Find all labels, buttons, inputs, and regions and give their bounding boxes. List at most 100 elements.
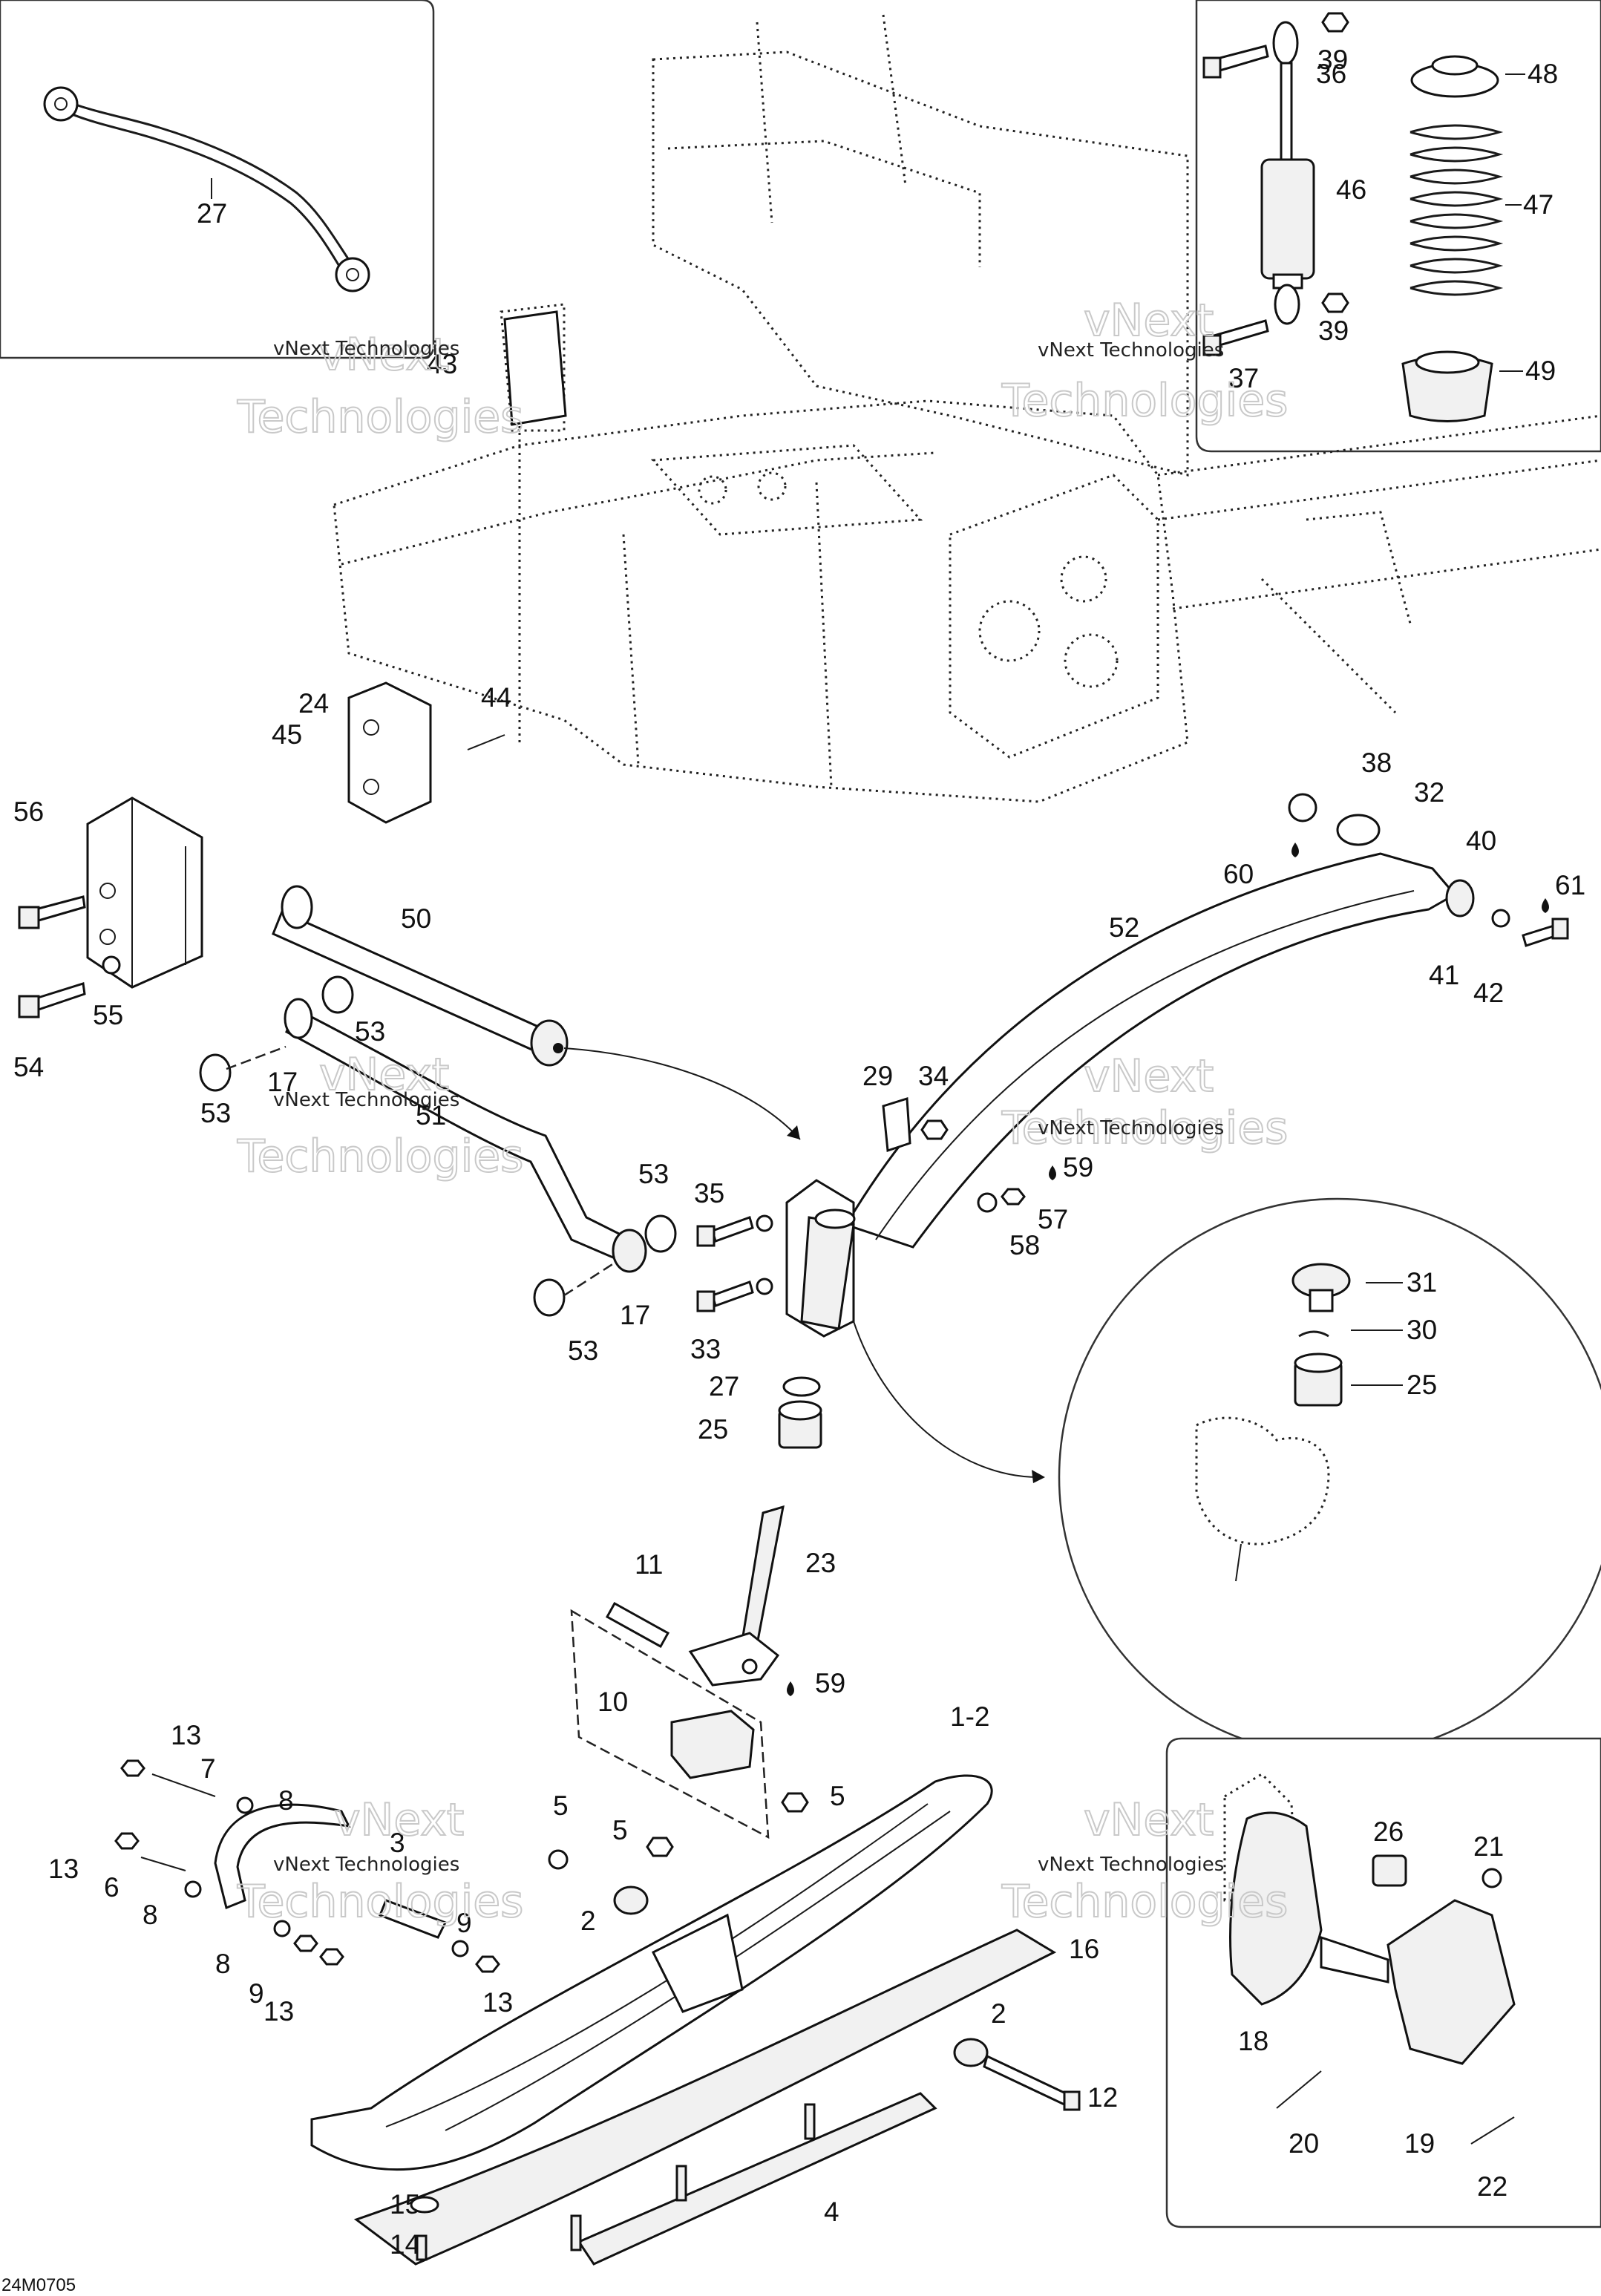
- callout-5-c: 5: [830, 1781, 845, 1811]
- callout-5-b: 5: [612, 1815, 628, 1845]
- callout-9-b: 9: [456, 1908, 472, 1938]
- callout-50: 50: [401, 903, 431, 934]
- watermark-vnext-3: vNext: [319, 1049, 449, 1101]
- shock-absorber-inset: 36 39 46 39 37 48 47 49: [1195, 0, 1601, 453]
- watermark-full-5: vNext Technologies: [273, 1854, 459, 1876]
- callout-59-b: 59: [815, 1668, 845, 1698]
- callout-60: 60: [1223, 859, 1254, 889]
- watermark-vnext-5: vNext: [334, 1794, 464, 1846]
- callout-48: 48: [1528, 59, 1558, 89]
- figure-code: 24M0705: [1, 2275, 76, 2295]
- callout-31: 31: [1407, 1267, 1437, 1298]
- callout-26: 26: [1373, 1816, 1404, 1847]
- callout-7: 7: [200, 1753, 216, 1784]
- callout-39-bottom: 39: [1318, 315, 1349, 346]
- watermark-tech-1: Technologies: [237, 391, 523, 443]
- watermark-vnext-1: vNext: [319, 329, 449, 381]
- callout-52: 52: [1109, 912, 1139, 943]
- callout-37: 37: [1228, 363, 1259, 393]
- callout-10: 10: [597, 1687, 628, 1717]
- watermark-tech-3: Technologies: [237, 1131, 523, 1183]
- callout-53-c: 53: [638, 1159, 669, 1189]
- ski-stopper-inset: 26 21 18 20 19 22: [1165, 1737, 1601, 2228]
- watermark-full-3: vNext Technologies: [273, 1089, 459, 1111]
- watermark-full-2: vNext Technologies: [1038, 339, 1224, 362]
- callout-57: 57: [1038, 1204, 1068, 1234]
- callout-32: 32: [1414, 777, 1444, 808]
- callout-34: 34: [918, 1061, 949, 1091]
- callout-17-b: 17: [620, 1300, 650, 1330]
- callout-13-d: 13: [482, 1987, 513, 2018]
- callout-25: 25: [698, 1414, 728, 1445]
- callout-24: 24: [298, 688, 329, 719]
- callout-6: 6: [104, 1872, 119, 1903]
- callout-40: 40: [1466, 825, 1496, 856]
- watermark-tech-2: Technologies: [1001, 375, 1288, 427]
- callout-3: 3: [390, 1828, 405, 1858]
- callout-56: 56: [13, 797, 44, 827]
- callout-19: 19: [1404, 2128, 1435, 2159]
- callout-2-a: 2: [580, 1906, 596, 1936]
- callout-13-a: 13: [171, 1720, 201, 1750]
- callout-23: 23: [805, 1548, 836, 1578]
- callout-42: 42: [1473, 978, 1504, 1008]
- callout-38: 38: [1361, 748, 1392, 778]
- watermark-full-1: vNext Technologies: [273, 338, 459, 360]
- callout-22: 22: [1477, 2171, 1507, 2202]
- callout-5-a: 5: [553, 1790, 569, 1821]
- callout-27: 27: [709, 1371, 739, 1402]
- watermark-full-6: vNext Technologies: [1038, 1854, 1224, 1876]
- main-assembly: 56 54 55 43 24 45 44 50 53 17 53: [1, 310, 1585, 2295]
- callout-21: 21: [1473, 1831, 1504, 1862]
- callout-53-b: 53: [200, 1098, 231, 1128]
- callout-46: 46: [1336, 174, 1366, 205]
- callout-11: 11: [635, 1549, 663, 1580]
- callout-18: 18: [1238, 2026, 1268, 2056]
- callout-9-a: 9: [249, 1978, 264, 2009]
- watermark-full-4: vNext Technologies: [1038, 1117, 1224, 1139]
- watermark-tech-4: Technologies: [1001, 1102, 1288, 1154]
- callout-14: 14: [390, 2229, 420, 2260]
- spindle-bushing-inset: 31 30 25: [1058, 1197, 1601, 1757]
- callout-43: 43: [427, 349, 457, 379]
- watermark-vnext-4: vNext: [1084, 1050, 1214, 1102]
- callout-55: 55: [93, 1000, 123, 1030]
- callout-33: 33: [690, 1334, 721, 1364]
- callout-2-b: 2: [991, 1998, 1006, 2029]
- callout-20: 20: [1289, 2128, 1319, 2159]
- callout-8-c: 8: [215, 1949, 231, 1979]
- callout-16: 16: [1069, 1934, 1099, 1964]
- callout-36: 36: [1316, 59, 1346, 89]
- callout-12: 12: [1087, 2082, 1118, 2113]
- callout-41: 41: [1429, 960, 1459, 990]
- callout-53-d: 53: [568, 1335, 598, 1366]
- watermark-vnext-6: vNext: [1084, 1794, 1214, 1846]
- callout-39-top: 39: [1317, 45, 1348, 75]
- chassis-frame: [333, 14, 1601, 803]
- callout-58: 58: [1009, 1230, 1040, 1260]
- callout-17-a: 17: [267, 1067, 298, 1097]
- watermark-vnext-2: vNext: [1084, 295, 1214, 347]
- callout-8-a: 8: [278, 1785, 294, 1816]
- callout-44: 44: [481, 682, 511, 713]
- callout-45: 45: [272, 719, 302, 750]
- callout-28: 27: [197, 198, 227, 229]
- watermark-tech-6: Technologies: [1001, 1876, 1288, 1928]
- callout-8-b: 8: [143, 1900, 158, 1930]
- watermark-tech-5: Technologies: [237, 1876, 523, 1928]
- callout-61: 61: [1555, 870, 1585, 900]
- watermark-group: vNext Technologies vNext Technologies vN…: [236, 294, 1289, 1929]
- callout-53-a: 53: [355, 1016, 385, 1047]
- callout-51: 51: [416, 1100, 446, 1131]
- callout-35: 35: [694, 1178, 724, 1208]
- callout-47: 47: [1523, 189, 1553, 220]
- stabilizer-link-inset: 27: [0, 0, 435, 359]
- callout-13-b: 13: [48, 1854, 79, 1884]
- callout-49: 49: [1525, 356, 1556, 386]
- callout-25-inset: 25: [1407, 1370, 1437, 1400]
- callout-59-a: 59: [1063, 1152, 1093, 1183]
- callout-4: 4: [824, 2197, 839, 2227]
- callout-13-c: 13: [263, 1996, 294, 2027]
- callout-1-2: 1-2: [950, 1701, 989, 1732]
